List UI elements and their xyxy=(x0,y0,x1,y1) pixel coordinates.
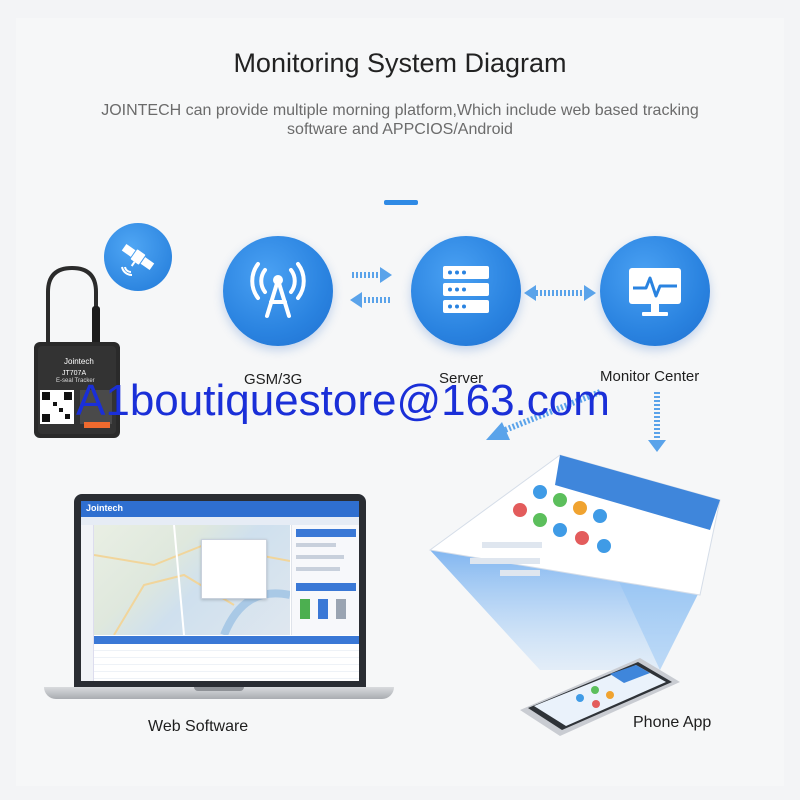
panel-widgets xyxy=(292,525,359,635)
arrow-server-to-gsm xyxy=(350,292,392,308)
map-info-popup xyxy=(201,539,267,599)
web-app-side-panel xyxy=(291,525,359,635)
laptop-screen: Jointech xyxy=(81,501,359,681)
label-web-software: Web Software xyxy=(148,718,248,736)
laptop-bezel: Jointech xyxy=(74,494,366,687)
laptop-notch xyxy=(194,687,244,691)
web-app-brand: Jointech xyxy=(86,503,123,513)
web-app-tabbar xyxy=(81,517,359,525)
arrow-gsm-to-server xyxy=(350,267,392,283)
web-app-header: Jointech xyxy=(81,501,359,517)
watermark-text: A1boutiquestore@163.com xyxy=(76,376,610,426)
arrow-server-monitor xyxy=(524,285,596,301)
web-software-laptop: Jointech xyxy=(44,494,394,704)
web-app-table-header xyxy=(94,636,359,644)
web-app-table xyxy=(94,644,359,681)
phone-app-illustration xyxy=(410,430,790,750)
label-gsm: GSM/3G xyxy=(244,371,302,388)
web-app-sidebar xyxy=(81,525,94,681)
phone-projection xyxy=(410,430,790,750)
label-monitor-center: Monitor Center xyxy=(600,368,699,385)
label-server: Server xyxy=(439,370,483,387)
device-brand: Jointech xyxy=(64,357,94,366)
label-phone-app: Phone App xyxy=(633,714,711,732)
